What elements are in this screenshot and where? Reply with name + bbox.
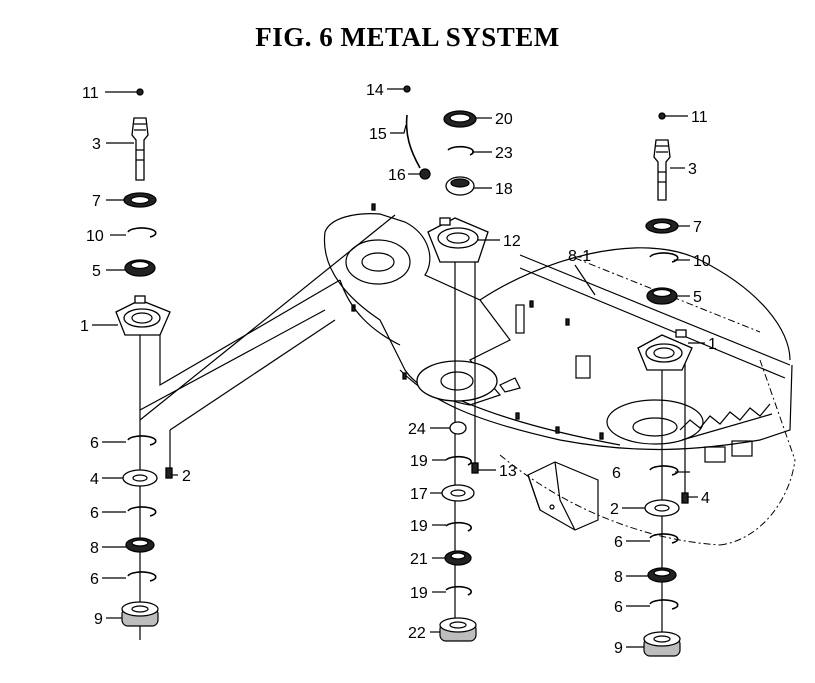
callout: 9: [614, 640, 623, 657]
callout: 6: [612, 465, 621, 482]
callout: 15: [369, 126, 387, 143]
leader-lines: [92, 88, 705, 648]
callout: 17: [410, 486, 428, 503]
callout: 7: [693, 219, 702, 236]
callout: 14: [366, 82, 384, 99]
callout: 4: [90, 471, 99, 488]
callout-labels: 11 3 7 10 5 1 6 4 2 6 8 6 9 14 15 16 20 …: [80, 82, 717, 657]
callout: 24: [408, 421, 426, 438]
callout: 22: [408, 625, 426, 642]
callout: 2: [610, 501, 619, 518]
callout: 5: [92, 263, 101, 280]
callout: 2: [182, 468, 191, 485]
callout: 21: [410, 551, 428, 568]
callout: 19: [410, 585, 428, 602]
callout: 6: [90, 505, 99, 522]
callout: 3: [688, 161, 697, 178]
callout: 19: [410, 453, 428, 470]
mounting-bracket: [527, 461, 599, 531]
callout: 10: [86, 228, 104, 245]
left-spindle-stack: [115, 88, 173, 627]
callout: 1: [708, 336, 717, 353]
alignment-lines: [139, 214, 686, 640]
callout: 4: [701, 490, 710, 507]
callout: 5: [693, 289, 702, 306]
callout: 8-1: [568, 248, 591, 265]
grease-fitting-icon-left: [136, 88, 144, 96]
center-idler-stack: [403, 85, 489, 642]
callout: 6: [90, 571, 99, 588]
callout: 8: [90, 540, 99, 557]
callout: 11: [82, 85, 99, 102]
callout: 9: [94, 611, 103, 628]
callout: 3: [92, 136, 101, 153]
callout: 19: [410, 518, 428, 535]
callout: 12: [503, 233, 521, 250]
callout: 16: [388, 167, 406, 184]
callout: 11: [691, 109, 708, 126]
callout: 10: [693, 253, 711, 270]
callout: 6: [614, 599, 623, 616]
belt-cover-plate: [323, 213, 521, 406]
spindle-shaft-icon-left: [131, 117, 149, 181]
callout: 1: [80, 318, 89, 335]
callout: 20: [495, 111, 513, 128]
mower-deck: [351, 203, 796, 546]
callout: 8: [614, 569, 623, 586]
callout: 7: [92, 193, 101, 210]
figure-title: FIG. 6 METAL SYSTEM: [255, 22, 560, 52]
right-spindle-stack: [637, 112, 693, 657]
callout: 23: [495, 145, 513, 162]
callout: 6: [614, 534, 623, 551]
callout: 6: [90, 435, 99, 452]
callout: 13: [499, 463, 517, 480]
callout: 18: [495, 181, 513, 198]
